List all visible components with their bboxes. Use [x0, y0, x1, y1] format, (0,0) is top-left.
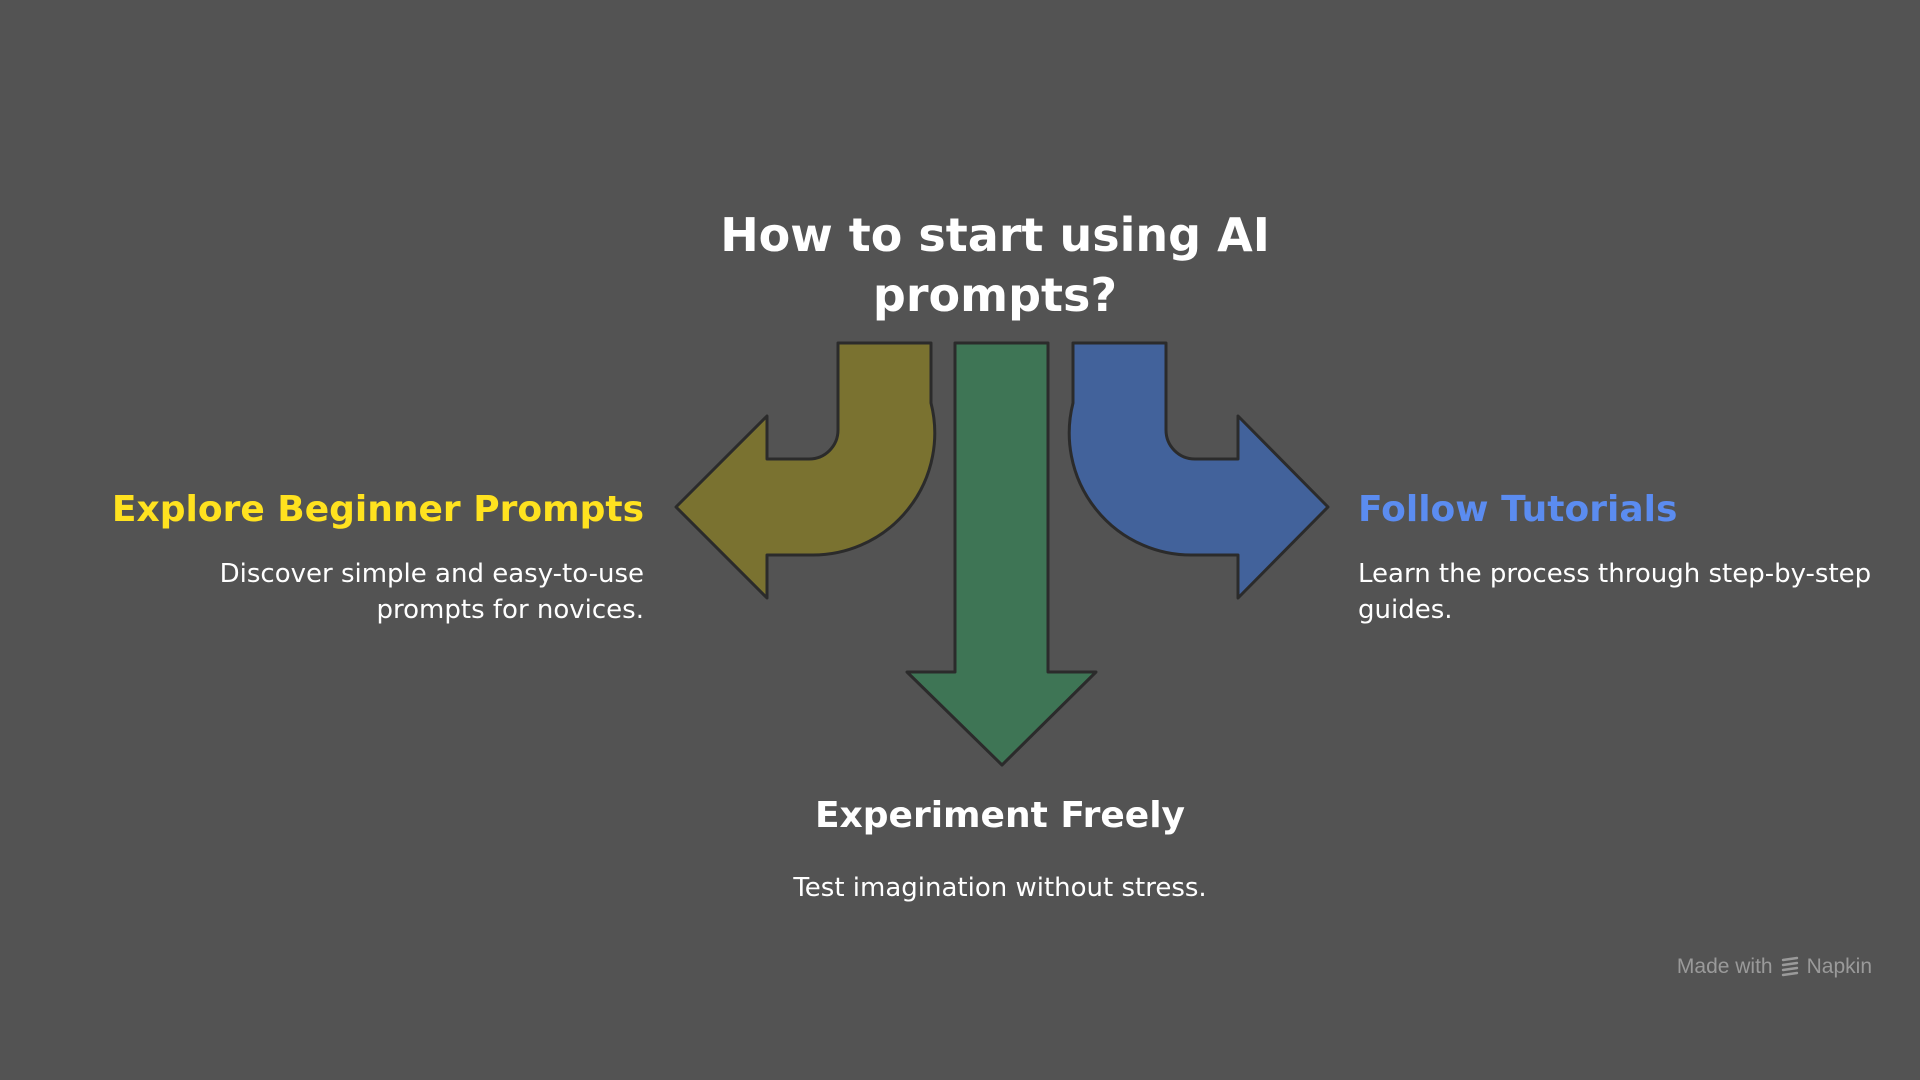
napkin-logo-icon: [1781, 956, 1798, 977]
diagram-title: How to start using AI prompts?: [720, 208, 1270, 322]
option-heading-experiment-freely: Experiment Freely: [814, 795, 1186, 836]
right-curved-arrow: [1067, 341, 1330, 600]
watermark-prefix: Made with: [1676, 955, 1773, 978]
center-down-arrow: [905, 341, 1098, 767]
left-curved-arrow: [674, 341, 937, 600]
option-description-experiment-freely: Test imagination without stress.: [793, 873, 1207, 903]
option-description-explore-beginner-prompts: Discover simple and easy-to-use prompts …: [219, 559, 644, 625]
watermark-brand: Napkin: [1806, 955, 1872, 978]
option-description-follow-tutorials: Learn the process through step-by-step g…: [1358, 559, 1872, 625]
option-heading-follow-tutorials: Follow Tutorials: [1358, 489, 1678, 530]
option-heading-explore-beginner-prompts: Explore Beginner Prompts: [111, 489, 644, 530]
made-with-napkin-watermark[interactable]: Made with Napkin: [1677, 955, 1872, 979]
